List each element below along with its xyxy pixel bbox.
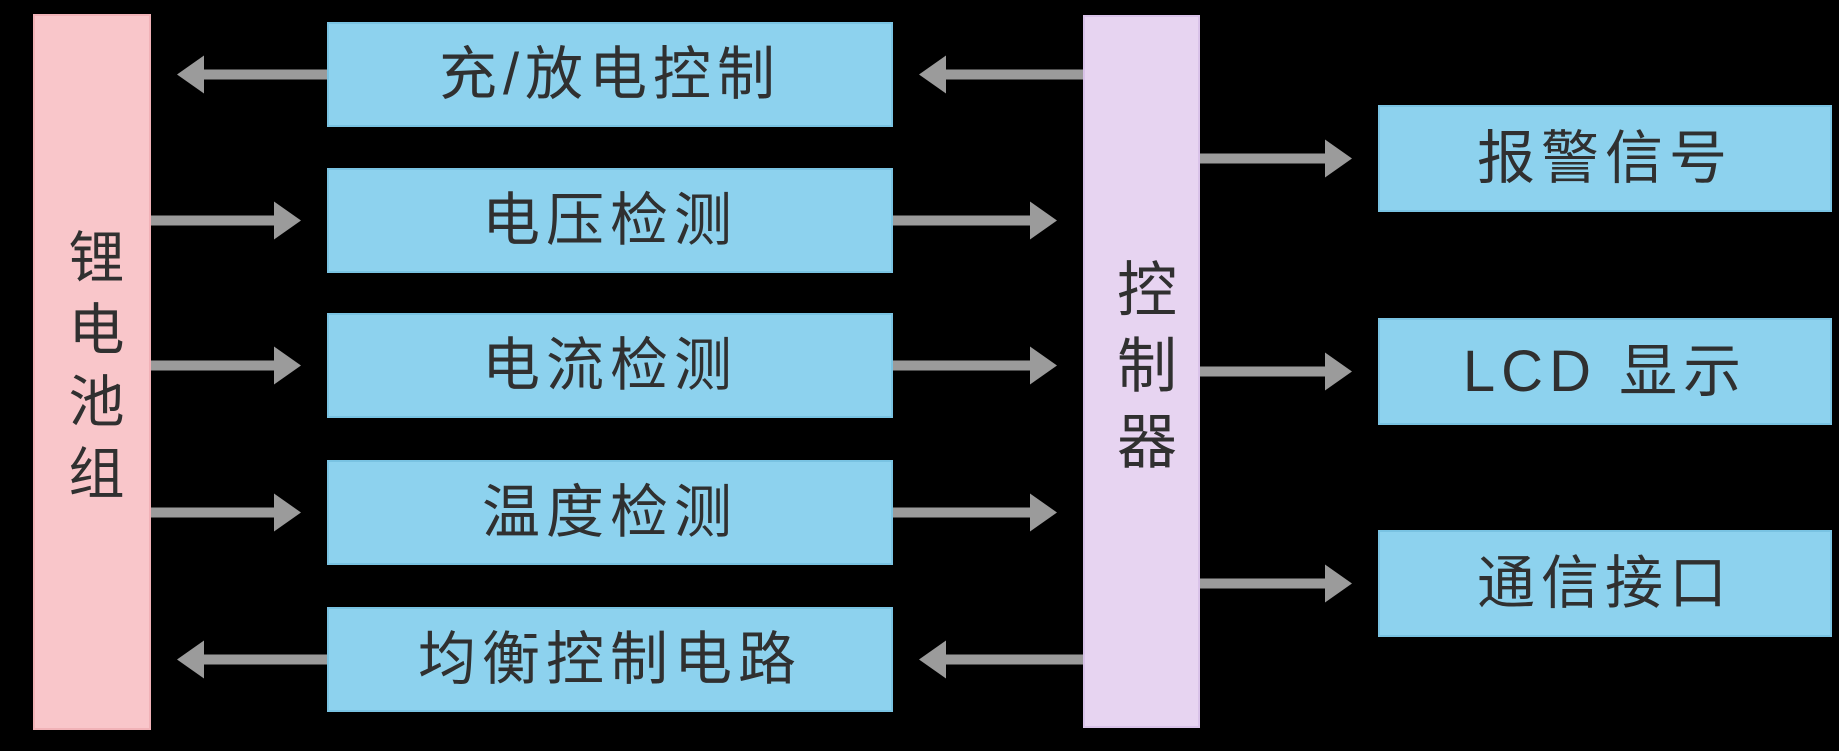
- lcd-display-label: LCD 显示: [1462, 338, 1748, 404]
- arrow-controller-to-charge-control: [919, 55, 1083, 94]
- balance-control-circuit-label: 均衡控制电路: [417, 626, 802, 692]
- arrow-temp-detect-to-controller: [893, 493, 1057, 532]
- current-detection-box: 电流检测: [327, 313, 893, 418]
- battery-pack-label: 锂电池组: [61, 228, 124, 516]
- controller-label: 控制器: [1108, 257, 1176, 486]
- balance-control-circuit-box: 均衡控制电路: [327, 607, 893, 712]
- charge-discharge-control-label: 充/放电控制: [438, 41, 782, 107]
- voltage-detection-label: 电压检测: [481, 187, 738, 253]
- alarm-signal-label: 报警信号: [1476, 125, 1733, 191]
- arrow-voltage-detect-to-controller: [893, 201, 1057, 240]
- current-detection-label: 电流检测: [481, 332, 738, 398]
- communication-interface-box: 通信接口: [1378, 530, 1832, 637]
- arrow-controller-to-lcd-display: [1200, 352, 1352, 391]
- lcd-display-box: LCD 显示: [1378, 318, 1832, 425]
- temperature-detection-box: 温度检测: [327, 460, 893, 565]
- voltage-detection-box: 电压检测: [327, 168, 893, 273]
- arrow-charge-control-to-battery: [177, 55, 327, 94]
- arrow-current-detect-to-controller: [893, 346, 1057, 385]
- arrow-controller-to-comm-interface: [1200, 564, 1352, 603]
- arrow-battery-to-voltage-detect: [151, 201, 301, 240]
- arrow-battery-to-temp-detect: [151, 493, 301, 532]
- charge-discharge-control-box: 充/放电控制: [327, 22, 893, 127]
- arrow-balance-circuit-to-battery: [177, 640, 327, 679]
- arrow-controller-to-balance-circuit: [919, 640, 1083, 679]
- arrow-controller-to-alarm-signal: [1200, 139, 1352, 178]
- alarm-signal-box: 报警信号: [1378, 105, 1832, 212]
- communication-interface-label: 通信接口: [1476, 550, 1733, 616]
- controller-box: 控制器: [1083, 15, 1200, 728]
- arrow-battery-to-current-detect: [151, 346, 301, 385]
- temperature-detection-label: 温度检测: [481, 479, 738, 545]
- battery-pack-box: 锂电池组: [33, 14, 151, 730]
